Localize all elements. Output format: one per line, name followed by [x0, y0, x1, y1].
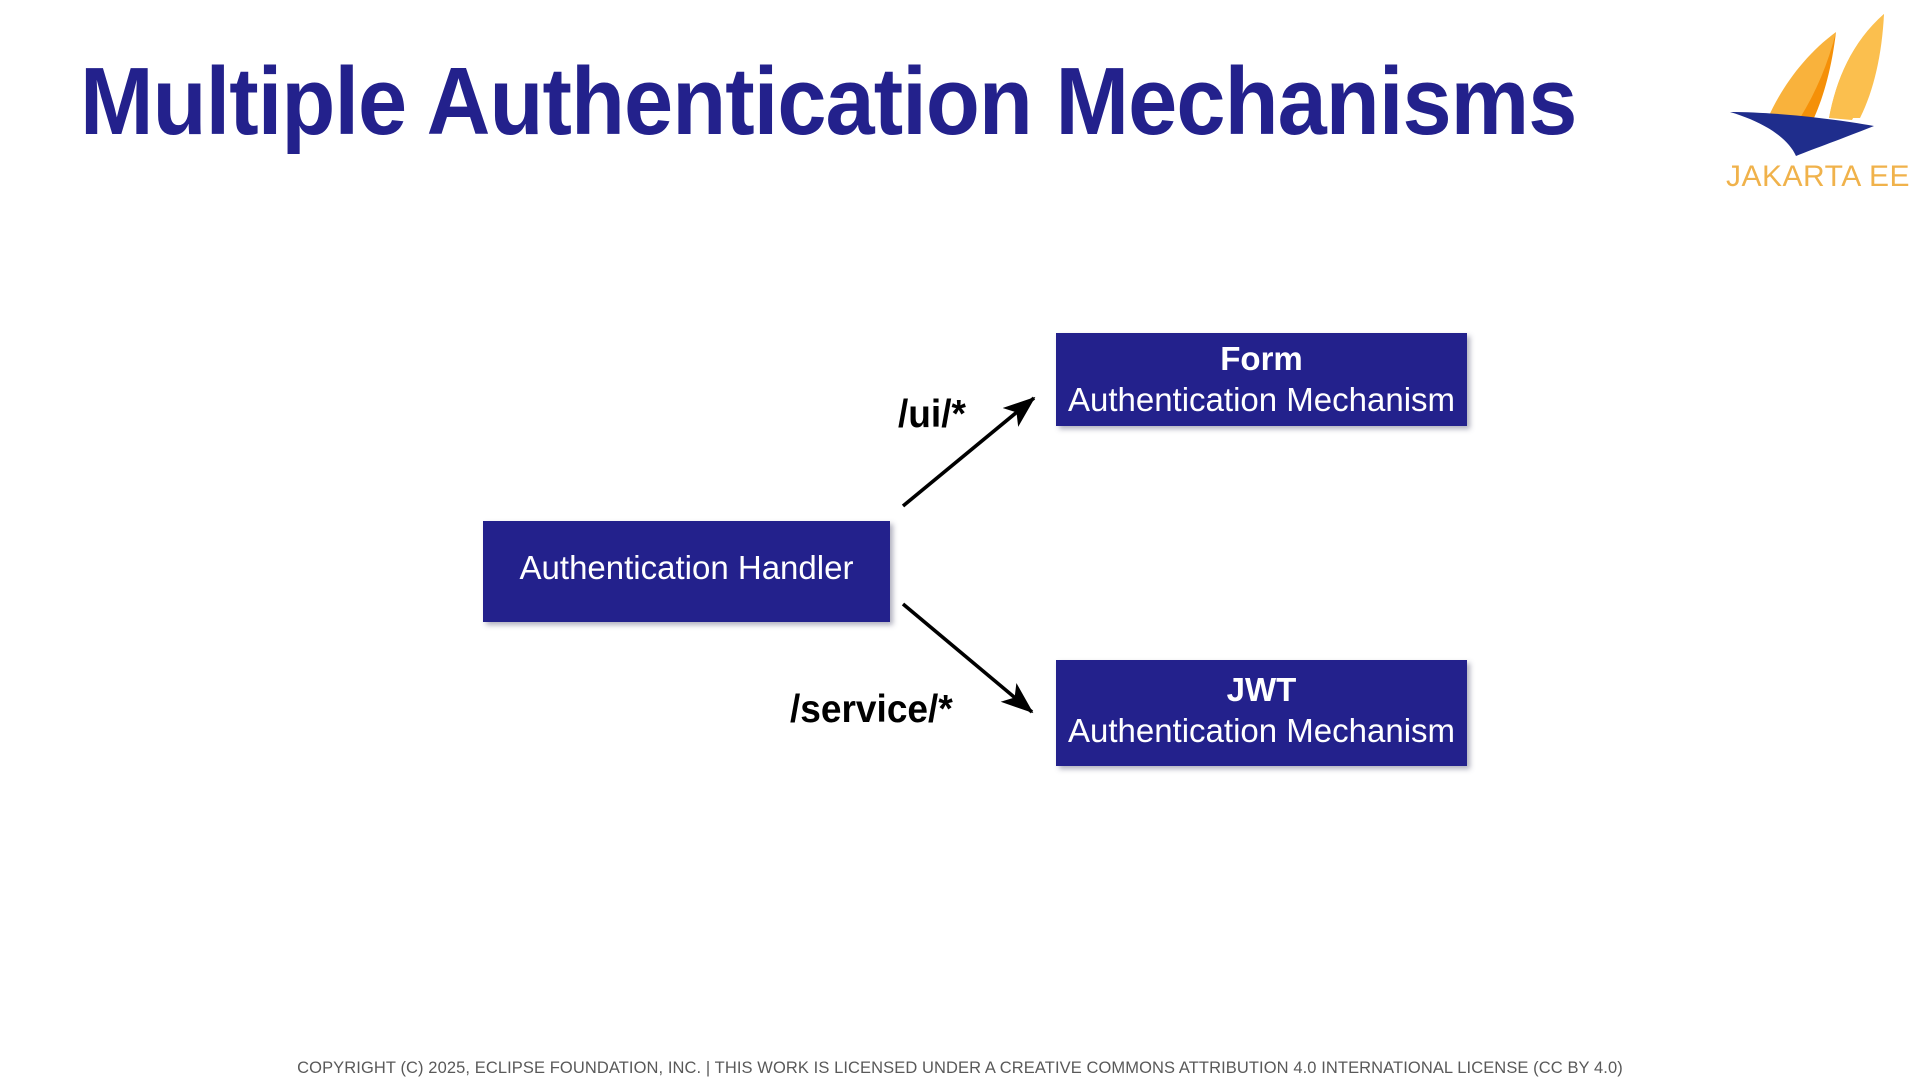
edge-label-service: /service/*: [790, 688, 953, 731]
node-authentication-handler[interactable]: Authentication Handler: [483, 521, 890, 622]
node-jwt-title: JWT: [1226, 671, 1297, 708]
sailboat-icon: [1730, 14, 1884, 156]
jakarta-ee-logo: JAKARTA EE: [1718, 8, 1918, 208]
edge-label-ui: /ui/*: [898, 393, 966, 436]
node-form-subtitle: Authentication Mechanism: [1067, 381, 1456, 418]
node-jwt-subtitle: Authentication Mechanism: [1067, 712, 1456, 749]
page-title: Multiple Authentication Mechanisms: [80, 48, 1577, 155]
node-form-authentication-mechanism[interactable]: Form Authentication Mechanism: [1056, 333, 1467, 426]
jakarta-ee-wordmark: JAKARTA EE: [1726, 160, 1910, 193]
node-jwt-authentication-mechanism[interactable]: JWT Authentication Mechanism: [1056, 660, 1467, 766]
node-handler-label: Authentication Handler: [519, 549, 854, 586]
copyright-footer: COPYRIGHT (C) 2025, ECLIPSE FOUNDATION, …: [297, 1058, 1623, 1077]
node-form-title: Form: [1220, 340, 1303, 377]
